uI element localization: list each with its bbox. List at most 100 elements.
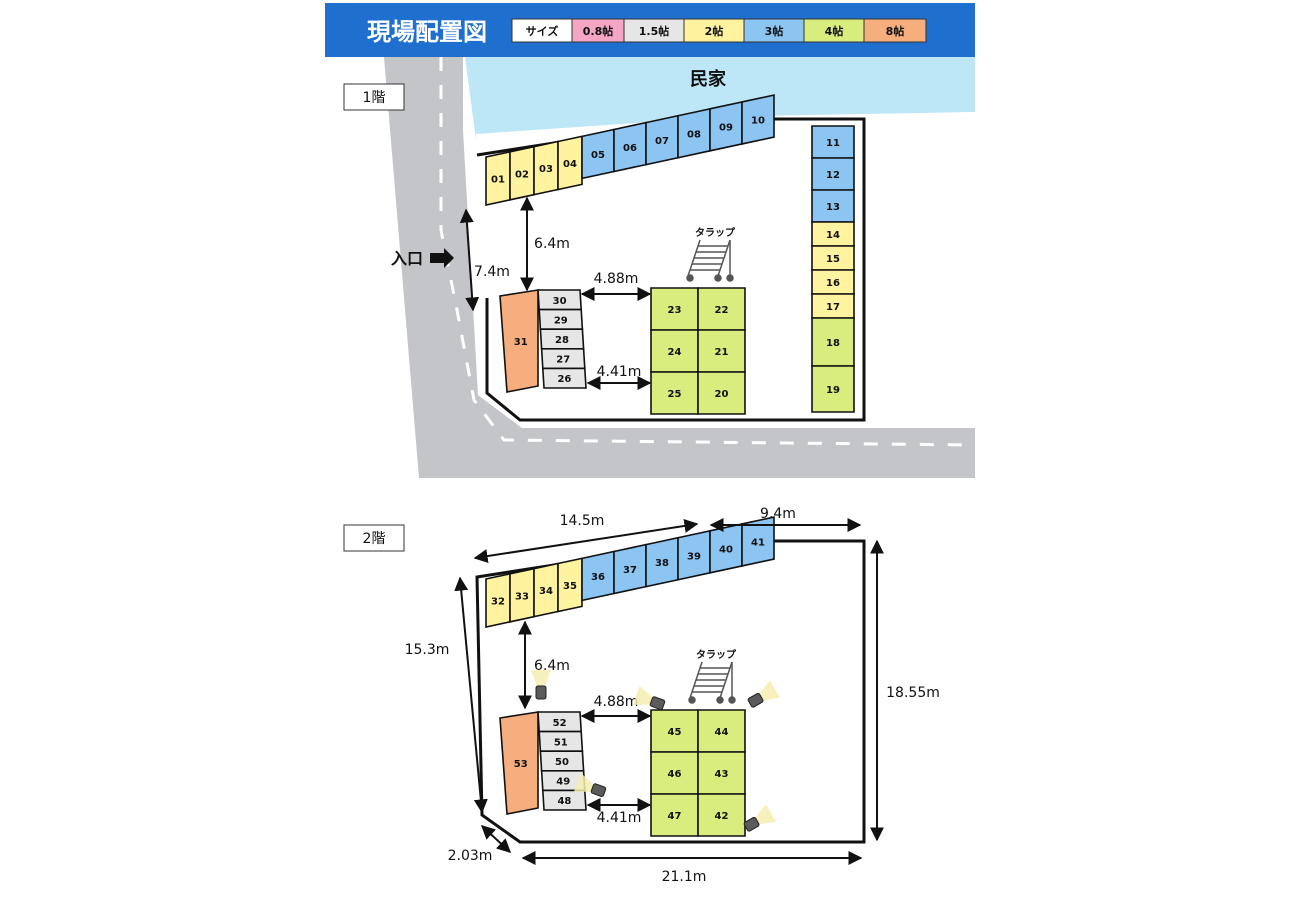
tarp-label: タラップ — [695, 226, 736, 239]
unit-number: 37 — [623, 565, 637, 576]
storage-unit-05: 05 — [581, 128, 615, 180]
unit-box — [741, 94, 775, 145]
road — [384, 57, 975, 478]
unit-number: 16 — [826, 278, 840, 289]
storage-unit-42: 42 — [697, 793, 746, 837]
unit-number: 33 — [515, 591, 529, 602]
unit-number: 04 — [563, 159, 577, 170]
dim-label-gap-bottom: 4.41m — [597, 364, 642, 380]
unit-number: 35 — [563, 581, 577, 592]
unit-box — [499, 711, 539, 815]
dim-label-gap-top-2f: 4.88m — [594, 694, 639, 710]
storage-unit-52: 52 — [537, 711, 583, 733]
unit-number: 18 — [826, 338, 840, 349]
unit-box — [697, 793, 746, 837]
unit-number: 52 — [553, 718, 567, 729]
unit-number: 42 — [715, 811, 729, 822]
storage-unit-38: 38 — [645, 536, 679, 588]
unit-number: 32 — [491, 596, 505, 607]
unit-number: 11 — [826, 138, 840, 149]
unit-number: 36 — [591, 572, 605, 583]
unit-number: 25 — [668, 389, 682, 400]
dim-label-gap-bottom-2f: 4.41m — [597, 810, 642, 826]
dim-line-left — [454, 576, 488, 814]
unit-number: 53 — [514, 759, 528, 770]
dim-line-corner — [480, 825, 512, 853]
unit-number: 01 — [491, 174, 505, 185]
storage-unit-37: 37 — [613, 543, 647, 595]
unit-number: 31 — [514, 337, 528, 348]
unit-number: 15 — [826, 254, 840, 265]
dim-label-corner: 2.03m — [448, 848, 493, 864]
storage-unit-10: 10 — [741, 94, 775, 145]
legend-item: 8帖 — [863, 18, 927, 43]
storage-unit-11: 11 — [811, 125, 855, 159]
dim-label-entrance: 7.4m — [474, 264, 510, 280]
storage-unit-30: 30 — [537, 289, 583, 311]
storage-unit-53: 53 — [499, 711, 539, 815]
unit-number: 05 — [591, 150, 605, 161]
floodlight-icon — [743, 804, 777, 832]
legend-item: 1.5帖 — [623, 18, 685, 43]
unit-number: 29 — [554, 315, 568, 326]
storage-unit-15: 15 — [811, 245, 855, 271]
storage-unit-28: 28 — [539, 328, 585, 350]
unit-number: 50 — [555, 757, 569, 768]
floor2-label: 2階 — [363, 531, 386, 547]
storage-unit-19: 19 — [811, 365, 855, 413]
unit-number: 22 — [715, 305, 729, 316]
unit-number: 34 — [539, 586, 553, 597]
storage-unit-25: 25 — [650, 371, 699, 415]
unit-number: 47 — [668, 811, 682, 822]
dim-label-bottom: 21.1m — [662, 869, 707, 885]
unit-number: 46 — [668, 769, 682, 780]
dim-label-vertical-gap: 6.4m — [534, 236, 570, 252]
unit-number: 10 — [751, 116, 765, 127]
storage-unit-32: 32 — [485, 572, 511, 628]
legend-item: サイズ — [511, 18, 573, 43]
storage-unit-40: 40 — [709, 522, 743, 574]
storage-unit-06: 06 — [613, 121, 647, 173]
storage-unit-03: 03 — [533, 140, 559, 196]
unit-number: 39 — [687, 551, 701, 562]
storage-unit-33: 33 — [509, 567, 535, 623]
tarp-stairs-icon — [688, 661, 736, 704]
floodlight-icon — [573, 773, 607, 798]
legend-label: 3帖 — [765, 24, 784, 38]
storage-unit-13: 13 — [811, 189, 855, 223]
dim-label-right: 18.55m — [886, 685, 940, 701]
storage-unit-29: 29 — [538, 308, 584, 331]
storage-unit-16: 16 — [811, 269, 855, 295]
legend-label: 2帖 — [705, 24, 724, 38]
unit-number: 14 — [826, 230, 840, 241]
unit-number: 51 — [554, 737, 568, 748]
floodlight-icon — [632, 686, 666, 711]
unit-number: 07 — [655, 136, 669, 147]
unit-number: 27 — [556, 355, 570, 366]
unit-number: 17 — [826, 302, 840, 313]
storage-unit-35: 35 — [557, 557, 583, 613]
unit-box — [697, 371, 746, 415]
tarp-stairs-icon — [686, 239, 734, 282]
unit-number: 02 — [515, 169, 529, 180]
dim-label-top-right: 9.4m — [760, 506, 796, 522]
unit-box — [541, 367, 587, 389]
tarp-label-2f: タラップ — [696, 648, 737, 661]
legend-label: 1.5帖 — [639, 24, 670, 38]
unit-number: 41 — [751, 538, 765, 549]
storage-unit-08: 08 — [677, 107, 711, 159]
house-label: 民家 — [690, 68, 727, 90]
unit-number: 48 — [557, 796, 571, 807]
storage-unit-51: 51 — [538, 730, 584, 753]
legend-item: 2帖 — [683, 18, 745, 43]
storage-unit-14: 14 — [811, 221, 855, 247]
unit-number: 23 — [668, 305, 682, 316]
storage-unit-43: 43 — [697, 751, 746, 795]
unit-number: 20 — [715, 389, 729, 400]
storage-unit-02: 02 — [509, 145, 535, 201]
storage-unit-39: 39 — [677, 529, 711, 581]
legend-item: 0.8帖 — [571, 18, 625, 43]
